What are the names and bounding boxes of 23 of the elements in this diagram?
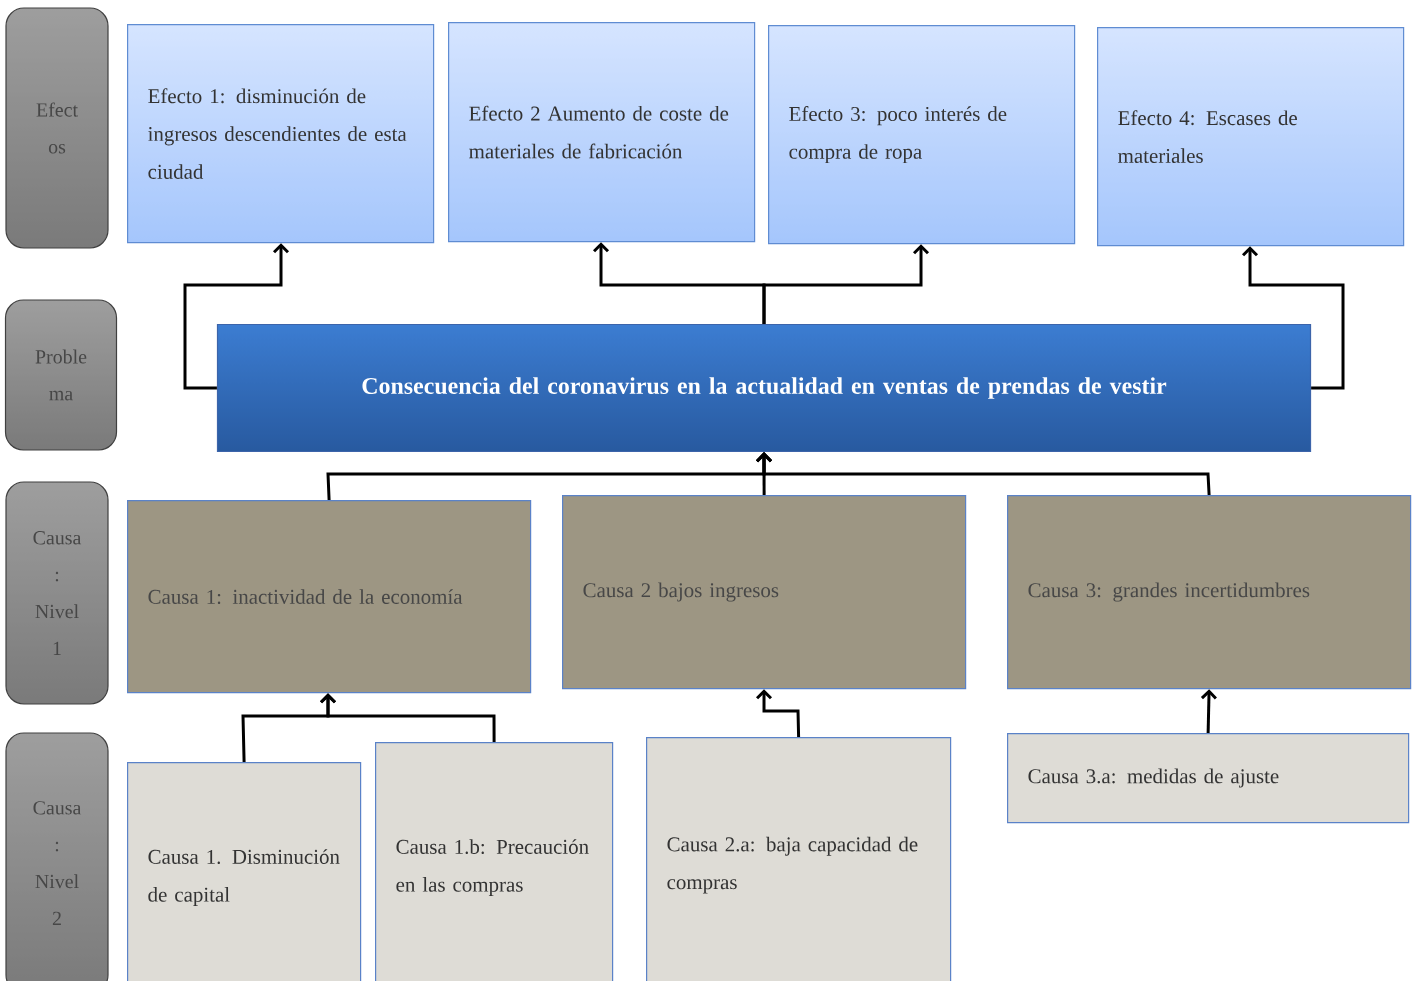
arrow [319,693,496,742]
subcause-box: Causa 1.b: Precaución en las compras [375,742,614,981]
arrow [1200,689,1217,734]
arrow [1242,246,1345,390]
subcause-box: Causa 1. Disminución de capital [127,762,362,981]
arrow [762,244,930,324]
cause-box: Causa 2 bajos ingresos [562,495,967,690]
cause-box: Causa 1: inactividad de la economía [127,500,532,694]
arrow [756,689,801,738]
effect-box: Efecto 1: disminución de ingresos descendientes de esta ciudad [127,24,435,244]
row-label: Proble ma [4,299,118,451]
effect-box: Efecto 3: poco interés de compra de ropa [768,25,1076,245]
cause-box: Causa 3: grandes incertidumbres [1007,495,1412,690]
arrow [183,243,290,390]
effect-box: Efecto 2 Aumento de coste de materiales de fabricación [448,22,756,243]
effect-box: Efecto 4: Escases de materiales [1097,27,1405,247]
subcause-box: Causa 3.a: medidas de ajuste [1007,733,1410,824]
arrow [756,452,1211,496]
problem-box: Consecuencia del coronavirus en la actualidad en ventas de prendas de vestir [216,323,1312,453]
row-label: Causa : Nivel 1 [5,481,109,705]
subcause-box: Causa 2.a: baja capacidad de compras [646,737,952,981]
row-label: Efect os [5,7,109,249]
row-label: Causa : Nivel 2 [5,732,109,981]
